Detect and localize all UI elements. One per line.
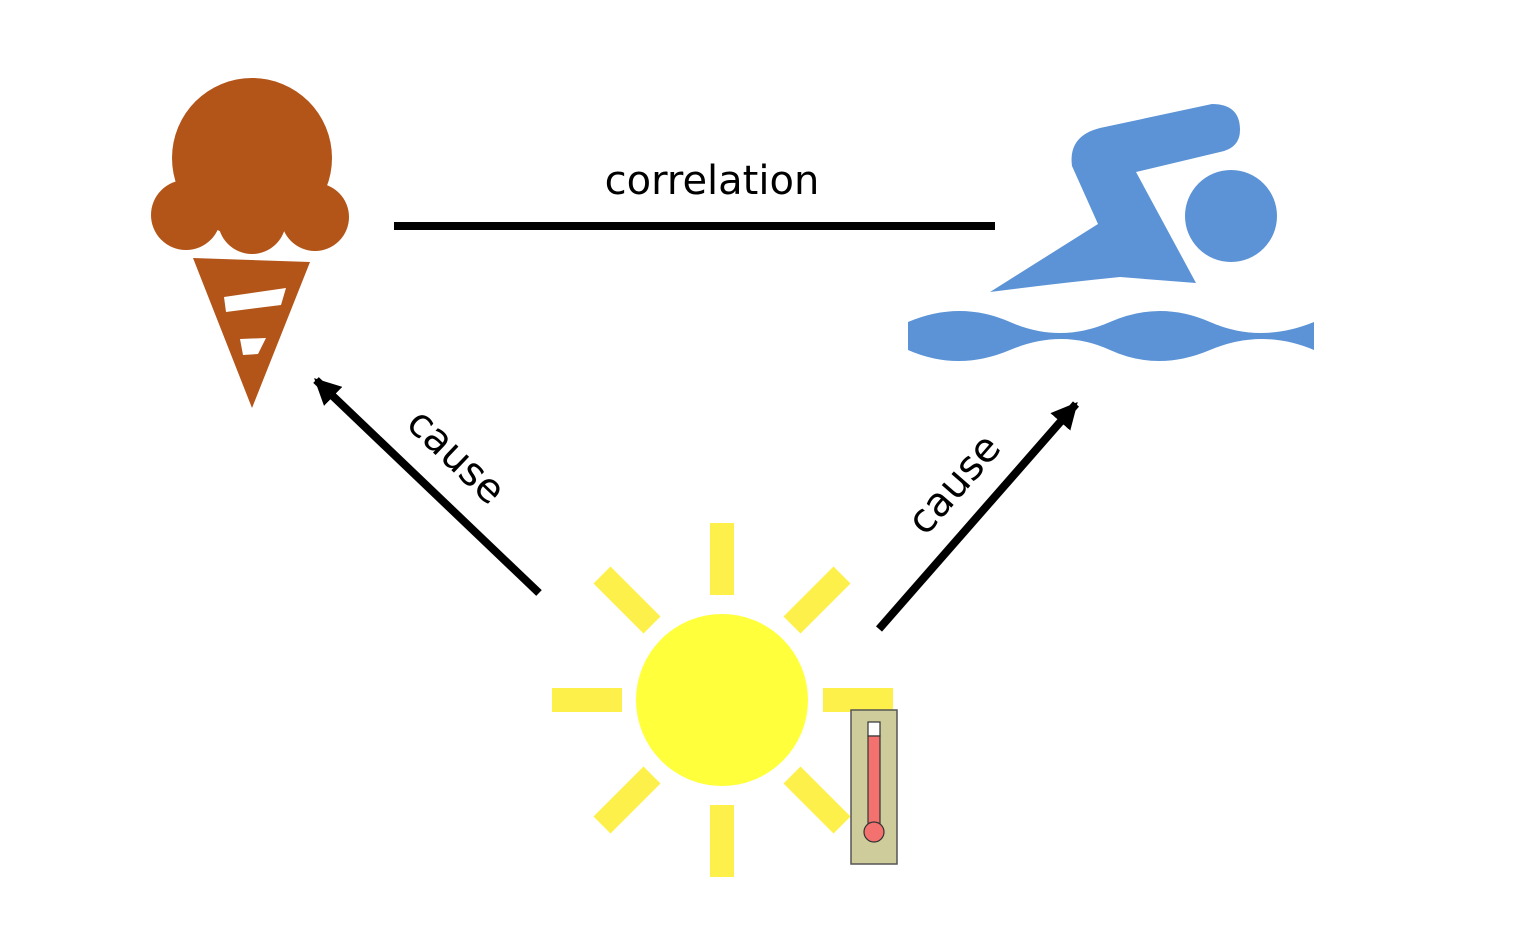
cause-arrow-right [875,401,1080,632]
sun-icon [552,523,893,877]
swimmer-icon [908,104,1314,361]
cause-label-right: cause [898,425,1010,544]
thermometer-icon [850,709,898,865]
cause-arrow-left [313,377,542,596]
correlation-label: correlation [605,158,820,204]
ice-cream-icon [151,78,349,408]
cause-label-left: cause [398,399,515,513]
